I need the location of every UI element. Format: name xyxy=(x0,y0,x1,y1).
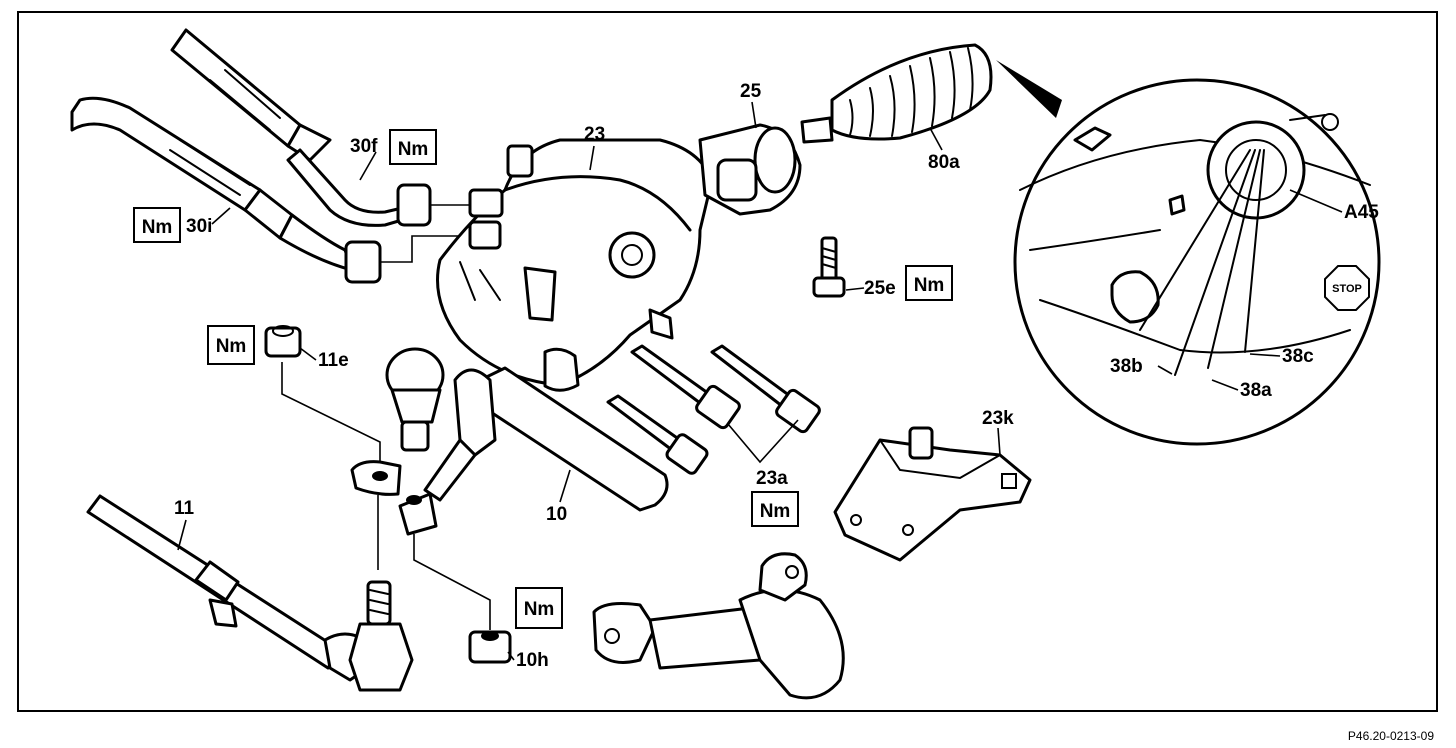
leader-25e xyxy=(845,287,865,291)
leader-30i xyxy=(211,207,231,225)
torque-marker-text: Nm xyxy=(142,217,173,238)
figure-reference: P46.20-0213-09 xyxy=(1348,729,1434,743)
label-23k: 23k xyxy=(982,408,1014,429)
screw-25e xyxy=(812,236,846,298)
torque-marker-25e: Nm xyxy=(905,265,953,301)
torque-marker-30i: Nm xyxy=(133,207,181,243)
label-10: 10 xyxy=(546,504,567,525)
label-23: 23 xyxy=(584,124,605,145)
nut-11e xyxy=(264,325,302,358)
leader-30f xyxy=(359,151,377,181)
label-11: 11 xyxy=(174,498,195,519)
coupling-25 xyxy=(698,123,802,216)
leader-10h-line xyxy=(413,534,491,630)
label-38c: 38c xyxy=(1282,346,1314,367)
torque-marker-text: Nm xyxy=(398,139,429,160)
leader-23k xyxy=(997,427,1001,456)
label-23a: 23a xyxy=(756,468,788,489)
torque-marker-23a: Nm xyxy=(751,491,799,527)
leader-11e xyxy=(299,347,317,361)
label-30i: 30i xyxy=(186,216,212,237)
leader-38c xyxy=(1249,353,1281,357)
leader-38a xyxy=(1211,379,1239,391)
torque-marker-text: Nm xyxy=(524,599,555,620)
leader-11e-line xyxy=(281,362,381,462)
pipe-bracket xyxy=(592,552,845,700)
label-10h: 10h xyxy=(516,650,549,671)
torque-marker-text: Nm xyxy=(914,275,945,296)
leader-23 xyxy=(589,145,595,171)
stop-sign-text: STOP xyxy=(1332,283,1362,295)
leader-10 xyxy=(559,469,571,503)
label-38b: 38b xyxy=(1110,356,1143,377)
leader-80a xyxy=(929,127,943,151)
bellows-80a xyxy=(800,43,993,144)
leader-10h xyxy=(507,651,515,661)
label-38a: 38a xyxy=(1240,380,1272,401)
torque-marker-text: Nm xyxy=(216,336,247,357)
label-30f: 30f xyxy=(350,136,378,157)
nut-10h xyxy=(468,630,512,664)
steering-gear-housing xyxy=(436,138,714,392)
ball-joint-11 xyxy=(348,580,414,692)
label-a45: A45 xyxy=(1344,202,1379,223)
hose-30f xyxy=(170,28,432,227)
label-25: 25 xyxy=(740,81,762,102)
stop-sign: STOP xyxy=(1324,265,1370,311)
track-rod-10 xyxy=(350,347,669,536)
track-rod-11 xyxy=(86,494,374,682)
label-80a: 80a xyxy=(928,152,960,173)
leader-a45 xyxy=(1289,189,1343,213)
torque-marker-text: Nm xyxy=(760,501,791,522)
leader-30i-line xyxy=(380,235,462,263)
leader-25 xyxy=(751,101,757,129)
torque-marker-10h: Nm xyxy=(515,587,563,629)
diagram-border xyxy=(17,11,1438,712)
label-11e: 11e xyxy=(318,350,349,371)
torque-marker-11e: Nm xyxy=(207,325,255,365)
bolts-23a xyxy=(606,344,821,475)
leader-38b xyxy=(1157,365,1173,375)
leader-11 xyxy=(177,519,187,551)
hose-30i xyxy=(70,96,382,284)
mount-23k xyxy=(833,426,1032,562)
torque-marker-30f: Nm xyxy=(389,129,437,165)
detail-magnifier xyxy=(996,60,1381,446)
label-25e: 25e xyxy=(864,278,896,299)
